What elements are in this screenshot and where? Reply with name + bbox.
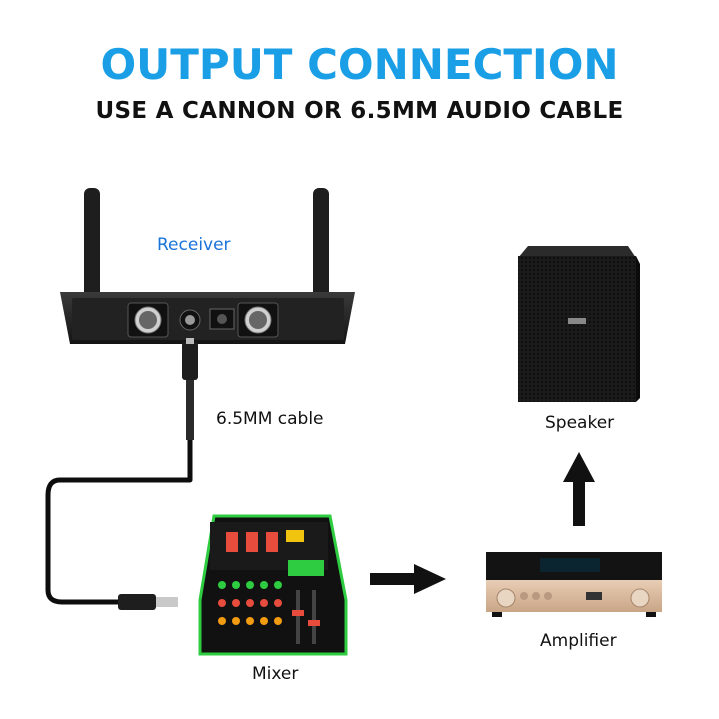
quarter-inch-jack <box>179 309 201 331</box>
xlr-jack-right <box>237 302 279 338</box>
plug-tip-top <box>186 380 194 440</box>
plug-tip-bottom <box>156 597 178 607</box>
xlr-jack-left <box>127 302 169 338</box>
plug-bottom <box>118 594 156 610</box>
speaker-label: Speaker <box>545 413 615 433</box>
arrow-right-icon <box>370 564 446 594</box>
plug-top <box>182 342 198 380</box>
speaker-device <box>518 246 640 402</box>
antenna-right <box>313 188 329 298</box>
antenna-left <box>84 188 100 298</box>
amplifier-device <box>486 552 662 617</box>
mixer-device <box>198 514 348 656</box>
receiver-label: Receiver <box>157 235 231 255</box>
arrow-up-icon <box>563 452 595 526</box>
mixer-label: Mixer <box>252 664 299 684</box>
page-title: OUTPUT CONNECTION <box>100 40 619 89</box>
dc-power-jack <box>209 308 235 330</box>
page-subtitle: USE A CANNON OR 6.5MM AUDIO CABLE <box>95 98 624 124</box>
audio-cable <box>45 338 198 610</box>
amplifier-label: Amplifier <box>540 631 617 651</box>
cable-label: 6.5MM cable <box>216 409 324 429</box>
mixer-knobs <box>218 581 282 625</box>
receiver-device <box>60 188 355 344</box>
